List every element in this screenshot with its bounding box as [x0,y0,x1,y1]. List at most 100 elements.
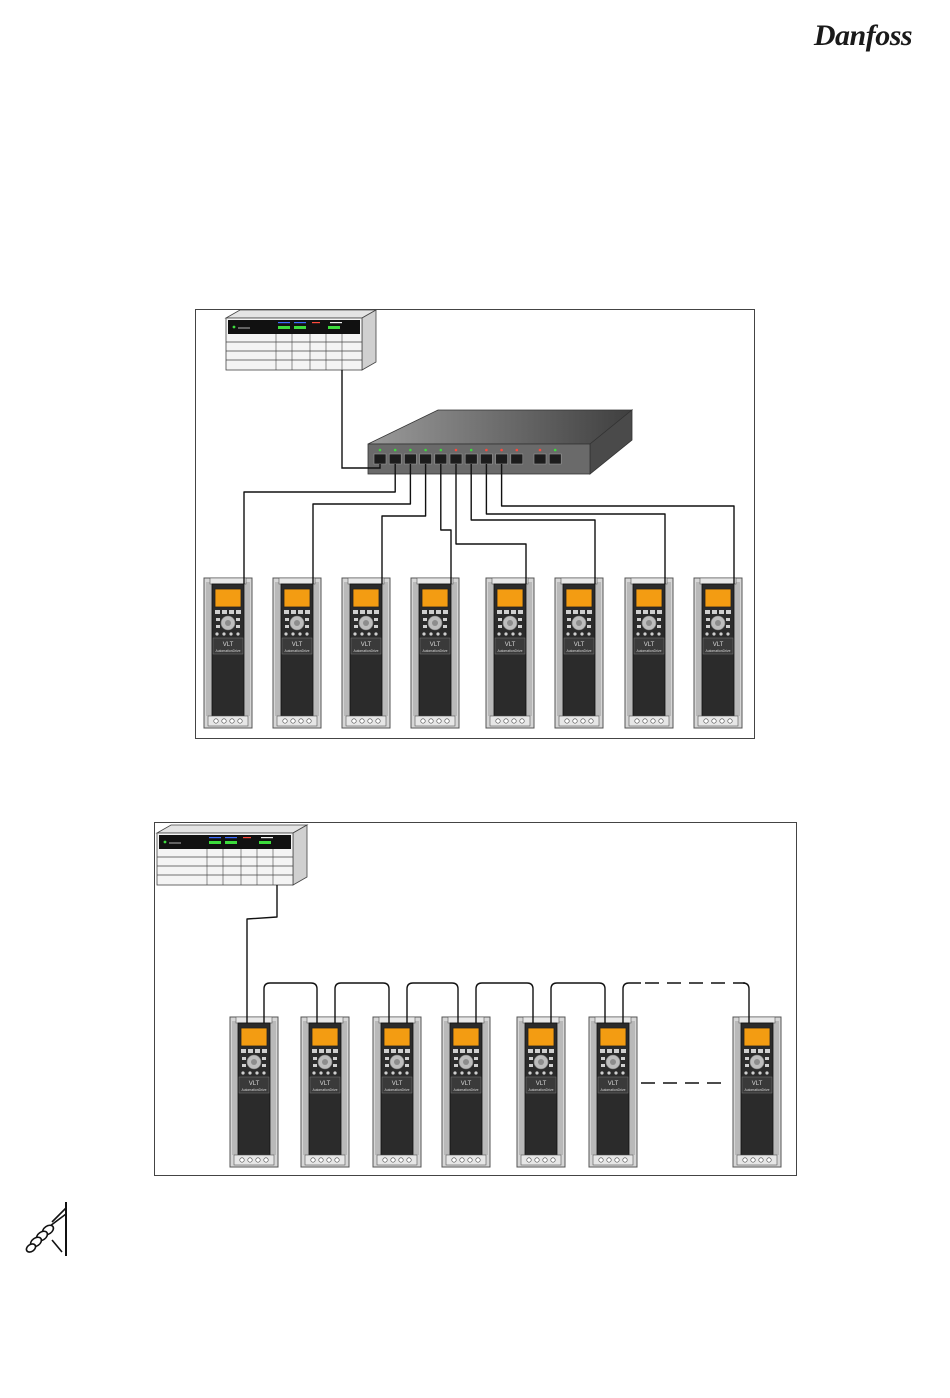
ethernet-switch [367,409,634,475]
switch-port [388,453,402,465]
drive-display [452,1027,480,1047]
cable-chain-link [406,982,459,1023]
drive-display [565,588,593,608]
cable-plc-switch [341,370,381,469]
cable-chain-link [334,982,390,1023]
drive-terminals [276,715,318,727]
drive-model-label: VLT [574,642,585,648]
drive-series-label: AutomationDrive [600,1088,625,1092]
switch-port [434,453,448,465]
cable-switch-drive [312,464,412,584]
drive-series-label: AutomationDrive [241,1088,266,1092]
drive-model-label: VLT [644,642,655,648]
cable-switch-drive [500,464,735,584]
drive-terminals [414,715,456,727]
drive-series-label: AutomationDrive [636,649,661,653]
drive-terminals [592,1154,634,1166]
drive-model-label: VLT [392,1081,403,1087]
drive-model-label: VLT [361,642,372,648]
drive-series-label: AutomationDrive [312,1088,337,1092]
drive-display [496,588,524,608]
drive-display [743,1027,771,1047]
drive-model-label: VLT [249,1081,260,1087]
drive-series-label: AutomationDrive [384,1088,409,1092]
cable-switch-drive [470,464,596,584]
drive-display [635,588,663,608]
line-topology-diagram: VLTAutomationDriveVLTAutomationDriveVLTA… [155,824,782,1168]
drive-terminals [736,1154,778,1166]
drive-terminals [445,1154,487,1166]
drive-display [283,588,311,608]
cable-switch-drive [485,464,666,584]
switch-port [510,453,524,465]
drive-display [352,588,380,608]
switch-port [533,453,547,465]
cable-switch-drive [455,464,527,584]
drive-display [704,588,732,608]
drive-model-label: VLT [461,1081,472,1087]
brand-logo: Danfoss [808,8,918,64]
drive-terminals [520,1154,562,1166]
drive-model-label: VLT [536,1081,547,1087]
hand-pointing-icon [22,1200,72,1260]
drive-model-label: VLT [608,1081,619,1087]
drive-model-label: VLT [223,642,234,648]
drive-terminals [207,715,249,727]
drive-series-label: AutomationDrive [422,649,447,653]
drive-series-label: AutomationDrive [453,1088,478,1092]
drive-series-label: AutomationDrive [705,649,730,653]
drive-series-label: AutomationDrive [497,649,522,653]
drive-model-label: VLT [752,1081,763,1087]
drive-series-label: AutomationDrive [353,649,378,653]
switch-port [404,453,417,465]
drive-terminals [558,715,600,727]
drive-series-label: AutomationDrive [744,1088,769,1092]
drive-display [421,588,449,608]
brand-logo-text: Danfoss [813,19,913,52]
switch-port [419,453,432,465]
drive-terminals [489,715,531,727]
switch-port [480,453,493,465]
cable-chain-link [550,982,606,1023]
drive-series-label: AutomationDrive [215,649,240,653]
star-topology-diagram: VLTAutomationDriveVLTAutomationDriveVLTA… [203,310,743,729]
cable-chain-link [622,982,641,1023]
drive-display [240,1027,268,1047]
cable-chain-link [263,982,318,1023]
drive-model-label: VLT [713,642,724,648]
drive-model-label: VLT [505,642,516,648]
switch-top [367,409,634,445]
cable-switch-drive [381,464,427,584]
drive-series-label: AutomationDrive [284,649,309,653]
drive-display [599,1027,627,1047]
switch-port [449,453,463,465]
drive-model-label: VLT [292,642,303,648]
drive-terminals [304,1154,346,1166]
drive-model-label: VLT [430,642,441,648]
drive-terminals [376,1154,418,1166]
drive-series-label: AutomationDrive [566,649,591,653]
drive-display [383,1027,411,1047]
cable-plc-drive [246,885,278,1023]
drive-display [527,1027,555,1047]
cable-switch-drive [243,464,396,584]
plc-controller [224,310,377,371]
drive-display [311,1027,339,1047]
plc-controller [155,824,309,886]
